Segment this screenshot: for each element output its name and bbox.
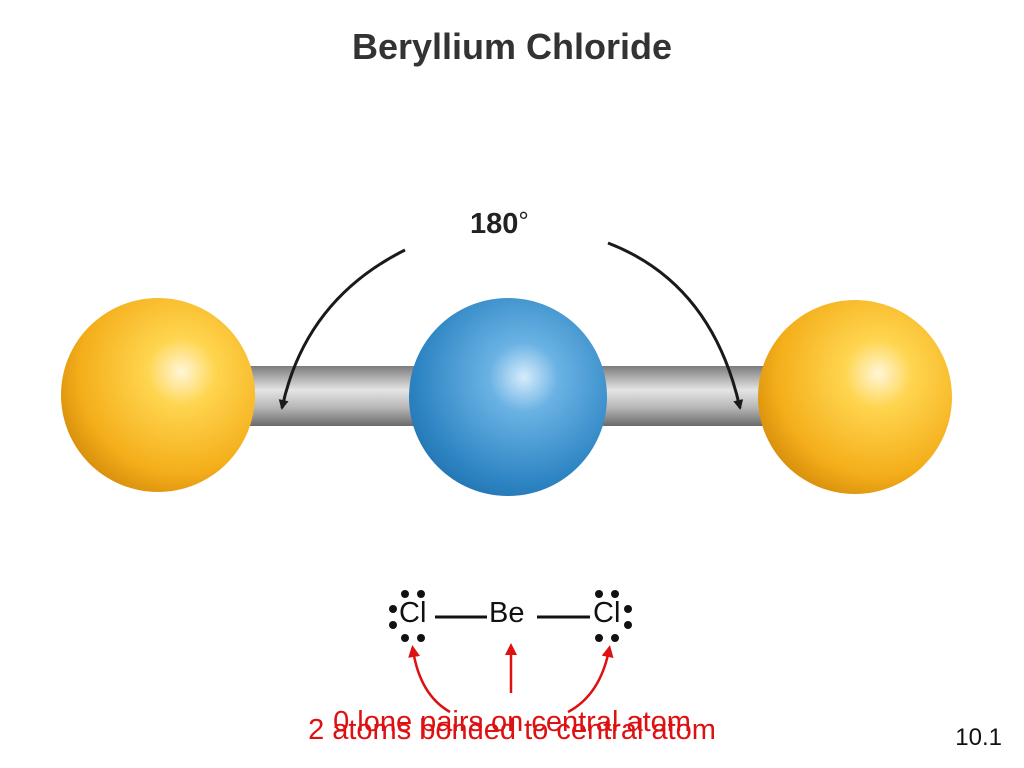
lewis-atom-right: Cl [593, 597, 621, 629]
note-bonded-atoms: 2 atoms bonded to central atom [308, 714, 716, 746]
angle-arrow-left [278, 248, 406, 410]
red-arrow-right [567, 645, 614, 714]
bond-left [225, 366, 440, 426]
chlorine-atom-right [758, 300, 952, 494]
lewis-atom-center: Be [489, 597, 525, 629]
lewis-atom-left: Cl [399, 597, 427, 629]
angle-arrow-right [607, 241, 744, 410]
red-arrow-left [408, 645, 451, 714]
lone-pairs-left-cl [389, 590, 425, 642]
slide-title: Beryllium Chloride [351, 26, 673, 67]
bond-angle-label: 180° [470, 206, 529, 241]
chlorine-atom-left [61, 298, 255, 492]
slide-number: 10.1 [955, 724, 1002, 751]
note-lone-pairs: 0 lone pairs on central atom [333, 706, 691, 738]
bond-angle-unit: ° [518, 206, 529, 236]
bond-angle-value: 180 [470, 208, 519, 240]
lone-pairs-right-cl [595, 590, 632, 642]
beryllium-atom-center [409, 298, 607, 496]
